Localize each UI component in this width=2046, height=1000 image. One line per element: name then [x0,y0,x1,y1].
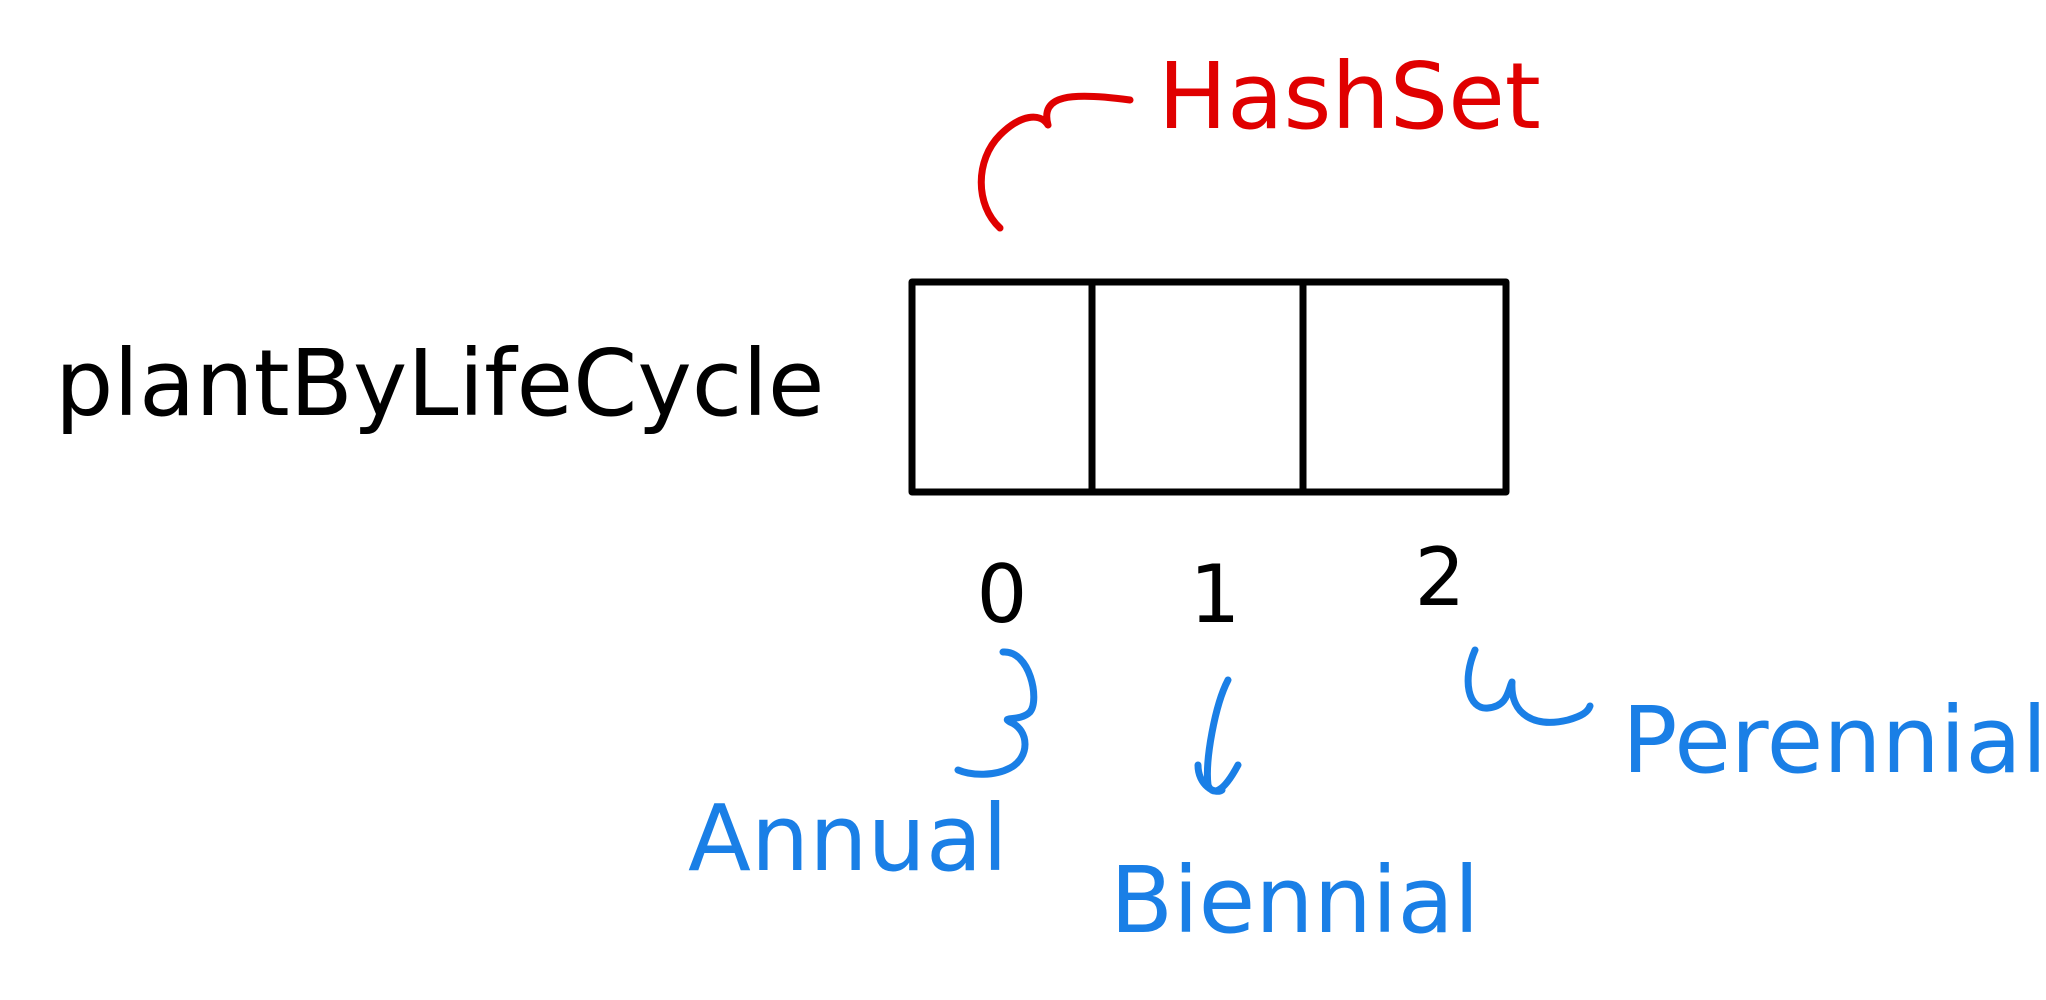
array-outline [908,278,1510,496]
connector-1 [1194,676,1242,795]
annotation-label: HashSet [1158,43,1541,150]
connector-2 [1464,646,1594,726]
hashset-arrow [977,92,1134,232]
value-label-0: Annual [688,785,1008,892]
index-label-1: 1 [1190,548,1241,641]
value-label-2: Perennial [1622,687,2046,794]
connector-0 [954,648,1038,778]
index-label-0: 0 [977,548,1028,641]
index-label-2: 2 [1415,531,1466,624]
variable-label: plantByLifeCycle [55,330,825,437]
array-box [908,278,1510,496]
value-label-1: Biennial [1110,847,1479,954]
